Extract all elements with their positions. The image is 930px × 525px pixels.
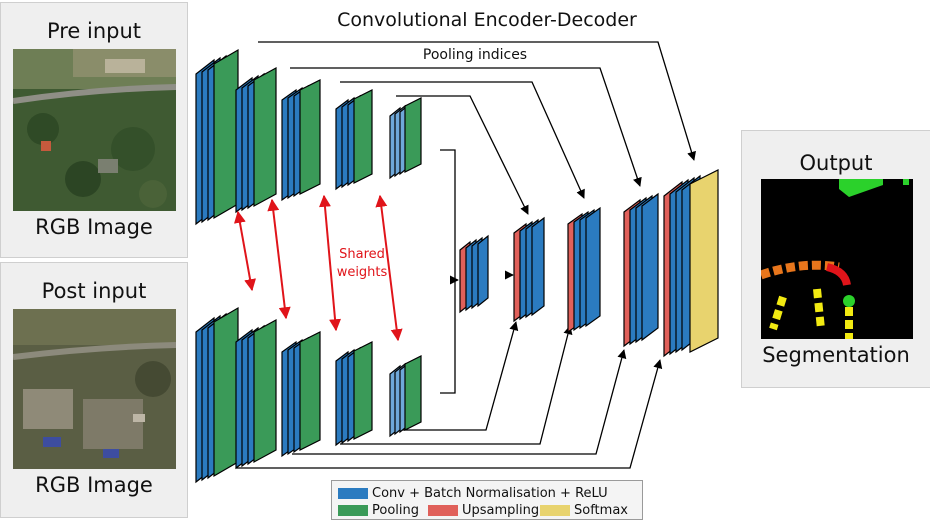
pooling-indices-label: Pooling indices (423, 47, 527, 63)
conv-layer (585, 206, 601, 328)
legend-upsampling-swatch (428, 504, 458, 516)
pooling-layer (213, 48, 239, 220)
conv-layer (531, 216, 545, 317)
shared-weights-label-line2: weights (337, 265, 388, 280)
pooling-layer (404, 97, 422, 173)
pre-input-caption: RGB Image (35, 215, 153, 239)
legend-upsampling: Upsampling (428, 502, 539, 518)
pooling-layer (213, 306, 239, 478)
legend-conv: Conv + Batch Normalisation + ReLU (338, 485, 608, 501)
softmax-layer (689, 169, 719, 353)
pre-input-image (13, 49, 176, 211)
post-input-heading: Post input (41, 279, 147, 303)
decoder (459, 169, 719, 358)
legend-upsampling-label: Upsampling (462, 502, 540, 518)
segmentation-image (761, 179, 913, 339)
diagram-title: Convolutional Encoder-Decoder (337, 9, 637, 31)
legend-softmax-label: Softmax (574, 502, 628, 518)
pre-input-heading: Pre input (46, 19, 142, 43)
shared-weights-label-line1: Shared (339, 247, 385, 262)
legend-conv-label: Conv + Batch Normalisation + ReLU (372, 485, 608, 501)
legend-pooling-swatch (338, 504, 368, 516)
pooling-layer (299, 331, 321, 451)
post-input-panel: Post input RGB Image (0, 262, 188, 518)
legend: Conv + Batch Normalisation + ReLU Poolin… (331, 480, 643, 520)
output-heading: Output (799, 151, 873, 175)
legend-pooling-label: Pooling (372, 502, 419, 518)
shared-weights-arrows (234, 194, 403, 342)
legend-softmax: Softmax (540, 502, 628, 518)
legend-softmax-swatch (540, 504, 570, 516)
pre-input-panel: Pre input RGB Image (0, 2, 188, 258)
pooling-layer (353, 89, 373, 184)
legend-pooling: Pooling (338, 502, 419, 518)
conv-layer (641, 192, 659, 342)
pooling-layer (299, 79, 321, 195)
pooling-index-arrows-bottom (236, 280, 663, 469)
pooling-layer (253, 66, 277, 208)
pooling-index-arrows-top (258, 41, 696, 285)
encoder-top (195, 48, 422, 226)
post-input-caption: RGB Image (35, 473, 153, 497)
encoder-bottom (195, 306, 422, 484)
pooling-layer (253, 318, 277, 464)
pooling-layer (404, 355, 422, 431)
legend-conv-swatch (338, 487, 368, 499)
output-panel: Output Segmentation (741, 130, 930, 388)
post-input-image (13, 309, 176, 469)
conv-layer (477, 234, 489, 308)
pooling-layer (353, 341, 373, 440)
output-caption: Segmentation (762, 343, 910, 367)
